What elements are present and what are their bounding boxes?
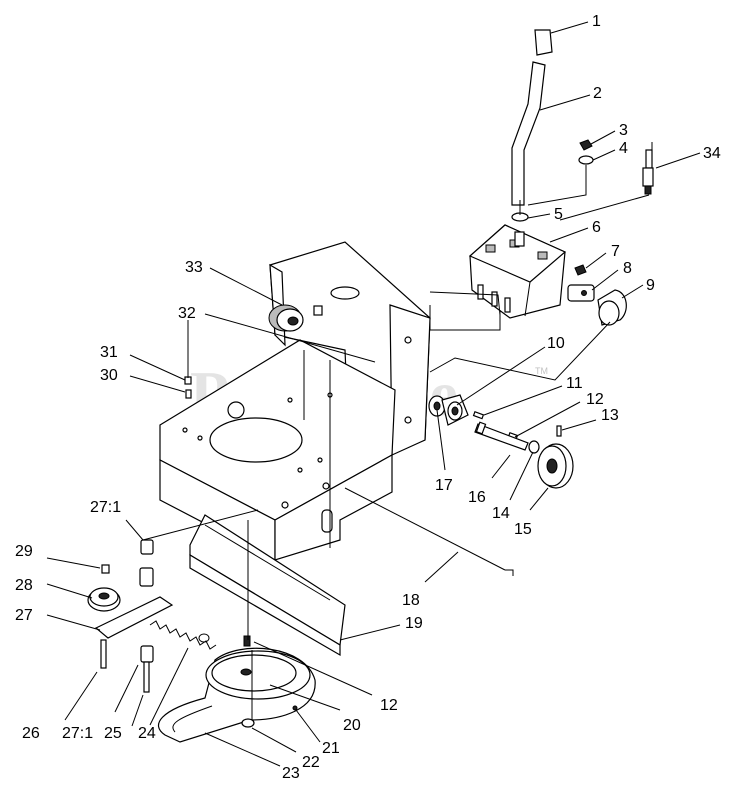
callout-17: 17 <box>435 477 453 494</box>
callout-7: 7 <box>611 243 620 260</box>
callout-1: 1 <box>592 13 601 30</box>
callout-5: 5 <box>554 206 563 223</box>
callout-20: 20 <box>343 717 361 734</box>
callout-8: 8 <box>623 260 632 277</box>
callout-19: 19 <box>405 615 423 632</box>
callout-33: 33 <box>185 259 203 276</box>
callout-23: 23 <box>282 765 300 782</box>
coupler <box>567 284 595 302</box>
callout-14: 14 <box>492 505 510 522</box>
frame-stud <box>243 635 251 647</box>
callout-11: 11 <box>566 375 583 392</box>
pulley-bolt <box>101 564 110 574</box>
callout-32: 32 <box>178 305 196 322</box>
leader-lines <box>46 21 701 767</box>
idler-arm <box>94 596 174 639</box>
axle-bearing <box>428 395 446 417</box>
trans-bolt <box>574 264 587 276</box>
callout-34: 34 <box>703 145 721 162</box>
idler-spacer <box>139 539 154 663</box>
callout-25: 25 <box>104 725 122 742</box>
callout-4: 4 <box>619 140 628 157</box>
spacer <box>528 440 540 454</box>
callout-30: 30 <box>100 367 118 384</box>
callout-labels: 1 2 3 4 34 5 6 7 8 9 33 32 31 30 10 11 1… <box>15 13 721 782</box>
axle-shaft <box>474 421 529 451</box>
callout-26: 26 <box>22 725 40 742</box>
idler-pulley <box>87 587 121 612</box>
callout-6: 6 <box>592 219 601 236</box>
transmission <box>468 224 567 319</box>
callout-27: 27 <box>15 607 33 624</box>
nut <box>579 139 593 151</box>
callout-16: 16 <box>468 489 486 506</box>
callout-12-top: 12 <box>586 391 604 408</box>
callout-27-1-bottom: 27:1 <box>62 725 93 742</box>
callout-3: 3 <box>619 122 628 139</box>
callout-27-1-top: 27:1 <box>90 499 121 516</box>
callout-12-bottom: 12 <box>380 697 398 714</box>
callout-24: 24 <box>138 725 156 742</box>
callout-15: 15 <box>514 521 532 538</box>
shroud-plate <box>189 514 346 657</box>
washer <box>578 155 594 165</box>
callout-31: 31 <box>100 344 118 361</box>
mount-bolt <box>184 376 192 399</box>
drive-pulley <box>537 443 574 489</box>
trademark-text: TM <box>535 366 548 376</box>
callout-9: 9 <box>646 277 655 294</box>
callout-22: 22 <box>302 754 320 771</box>
idler-spring <box>149 620 217 650</box>
idler-bolt <box>100 639 150 693</box>
lever-grip <box>534 29 553 56</box>
callout-28: 28 <box>15 577 33 594</box>
wheel-pulley <box>205 650 311 700</box>
callout-18: 18 <box>402 592 420 609</box>
shift-lever <box>511 61 546 206</box>
coupler-sleeve <box>597 289 627 326</box>
callout-10: 10 <box>547 335 565 352</box>
pulley-washer <box>241 718 255 728</box>
callout-29: 29 <box>15 543 33 560</box>
callout-2: 2 <box>593 85 602 102</box>
chassis-frame <box>159 241 431 561</box>
set-screw <box>556 425 562 437</box>
callout-13: 13 <box>601 407 619 424</box>
shift-rod <box>344 487 514 576</box>
callout-21: 21 <box>322 740 340 757</box>
pulley-pin <box>292 705 298 711</box>
interlock-switch <box>642 142 654 195</box>
upper-pulley <box>268 304 323 332</box>
